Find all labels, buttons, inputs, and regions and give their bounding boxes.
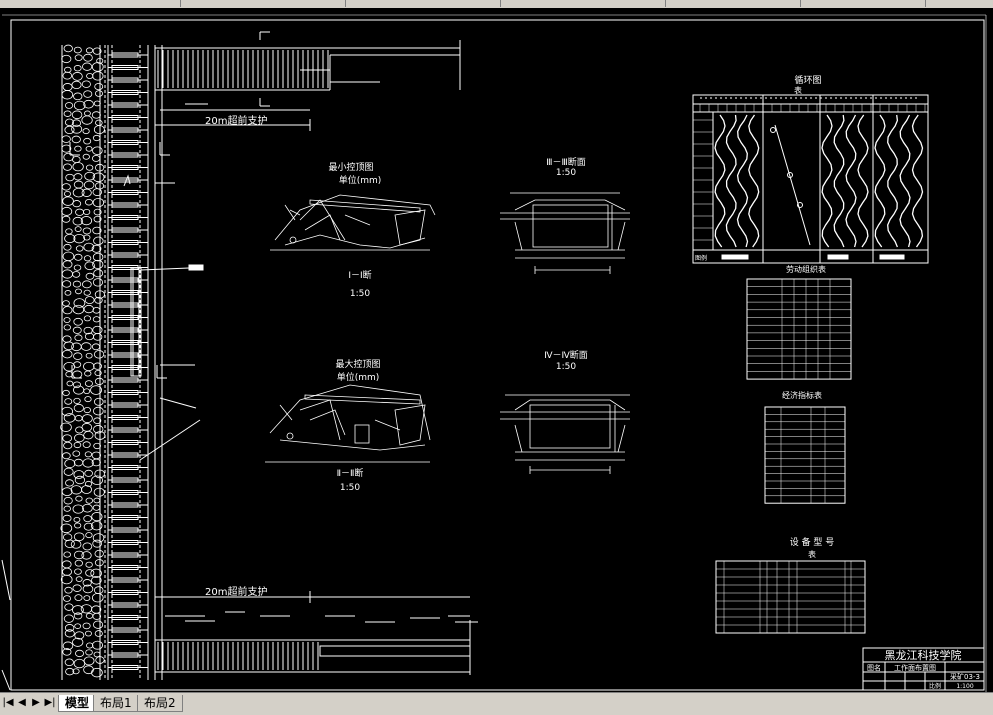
- section-4-title: Ⅳ－Ⅳ断面: [544, 349, 588, 361]
- toolbar-segment[interactable]: [0, 0, 181, 7]
- tab-model[interactable]: 模型: [58, 695, 97, 712]
- section-max-sketch: [265, 384, 431, 463]
- toolbar-segment[interactable]: [505, 0, 666, 7]
- cycle-chart-title: 循环图: [794, 74, 821, 86]
- support-bottom-label: 20m超前支护: [205, 585, 267, 598]
- section-3-title: Ⅲ－Ⅲ断面: [546, 156, 585, 168]
- toolbar-segment[interactable]: [350, 0, 501, 7]
- title-block-school: 黑龙江科技学院: [885, 648, 962, 662]
- drawing-canvas[interactable]: 20m超前支护 20m超前支护 最小控顶图 单位(mm) Ⅰ－Ⅰ断 1:50 最…: [0, 8, 993, 692]
- section-max-caption: Ⅱ－Ⅱ断: [337, 467, 364, 479]
- toolbar-segment[interactable]: [670, 0, 801, 7]
- title-block: [862, 647, 985, 691]
- first-tab-button[interactable]: |◀: [2, 697, 14, 708]
- drawing-border: [10, 19, 985, 691]
- labor-table-title: 劳动组织表: [786, 264, 826, 274]
- conveyor-box: [130, 267, 142, 377]
- title-block-drawing-name: 工作面布置图: [894, 663, 936, 672]
- title-block-number: 采矿03-3: [950, 672, 980, 681]
- gateway-hatch: [157, 50, 329, 88]
- section-max-unit: 单位(mm): [337, 371, 380, 383]
- equipment-table-title: 设 备 型 号: [790, 536, 835, 548]
- next-tab-button[interactable]: ▶: [32, 697, 40, 708]
- title-block-name-label: 图名: [867, 663, 881, 672]
- section-max-title: 最大控顶图: [335, 358, 380, 370]
- tab-layout2[interactable]: 布局2: [137, 695, 183, 712]
- support-top-label: 20m超前支护: [205, 114, 267, 127]
- hydraulic-props: [108, 52, 148, 670]
- section-3-scale: 1:50: [556, 168, 576, 178]
- section-min-title: 最小控顶图: [328, 161, 373, 173]
- tab-layout1[interactable]: 布局1: [93, 695, 139, 712]
- gateway-hatch: [157, 642, 319, 670]
- cycle-chart-legend: 图例: [695, 254, 707, 262]
- section-4-sketch: [500, 394, 630, 474]
- labor-table-grid: [746, 278, 852, 380]
- bottom-gateway: [154, 591, 478, 675]
- top-gateway: [154, 31, 461, 131]
- title-block-scale-value: 1:100: [956, 683, 973, 690]
- toolbar-segment[interactable]: [285, 0, 346, 7]
- economic-table-grid: [764, 406, 846, 504]
- section-min-sketch: [270, 194, 436, 251]
- section-min-scale: 1:50: [350, 289, 370, 299]
- rock-wall: [61, 45, 163, 680]
- prev-tab-button[interactable]: ◀: [18, 697, 26, 708]
- equipment-table-grid: [715, 560, 866, 634]
- section-min-unit: 单位(mm): [339, 174, 382, 186]
- section-min-caption: Ⅰ－Ⅰ断: [348, 269, 371, 281]
- section-3-sketch: [500, 192, 630, 274]
- rubble-pattern: [60, 44, 106, 678]
- title-block-scale-label: 比例: [929, 682, 941, 690]
- last-tab-button[interactable]: ▶|: [44, 697, 56, 708]
- economic-table-title: 经济指标表: [782, 390, 822, 400]
- equipment-table-subtitle: 表: [808, 549, 816, 559]
- toolbar-segment[interactable]: [805, 0, 926, 7]
- section-4-scale: 1:50: [556, 362, 576, 372]
- cad-drawing: 20m超前支护 20m超前支护 最小控顶图 单位(mm) Ⅰ－Ⅰ断 1:50 最…: [1, 14, 987, 692]
- layout-tab-bar: |◀ ◀ ▶ ▶| 模型 布局1 布局2: [0, 692, 993, 715]
- section-max-scale: 1:50: [340, 483, 360, 493]
- cycle-waves: [714, 114, 924, 248]
- cycle-chart-subtitle: 表: [794, 85, 802, 95]
